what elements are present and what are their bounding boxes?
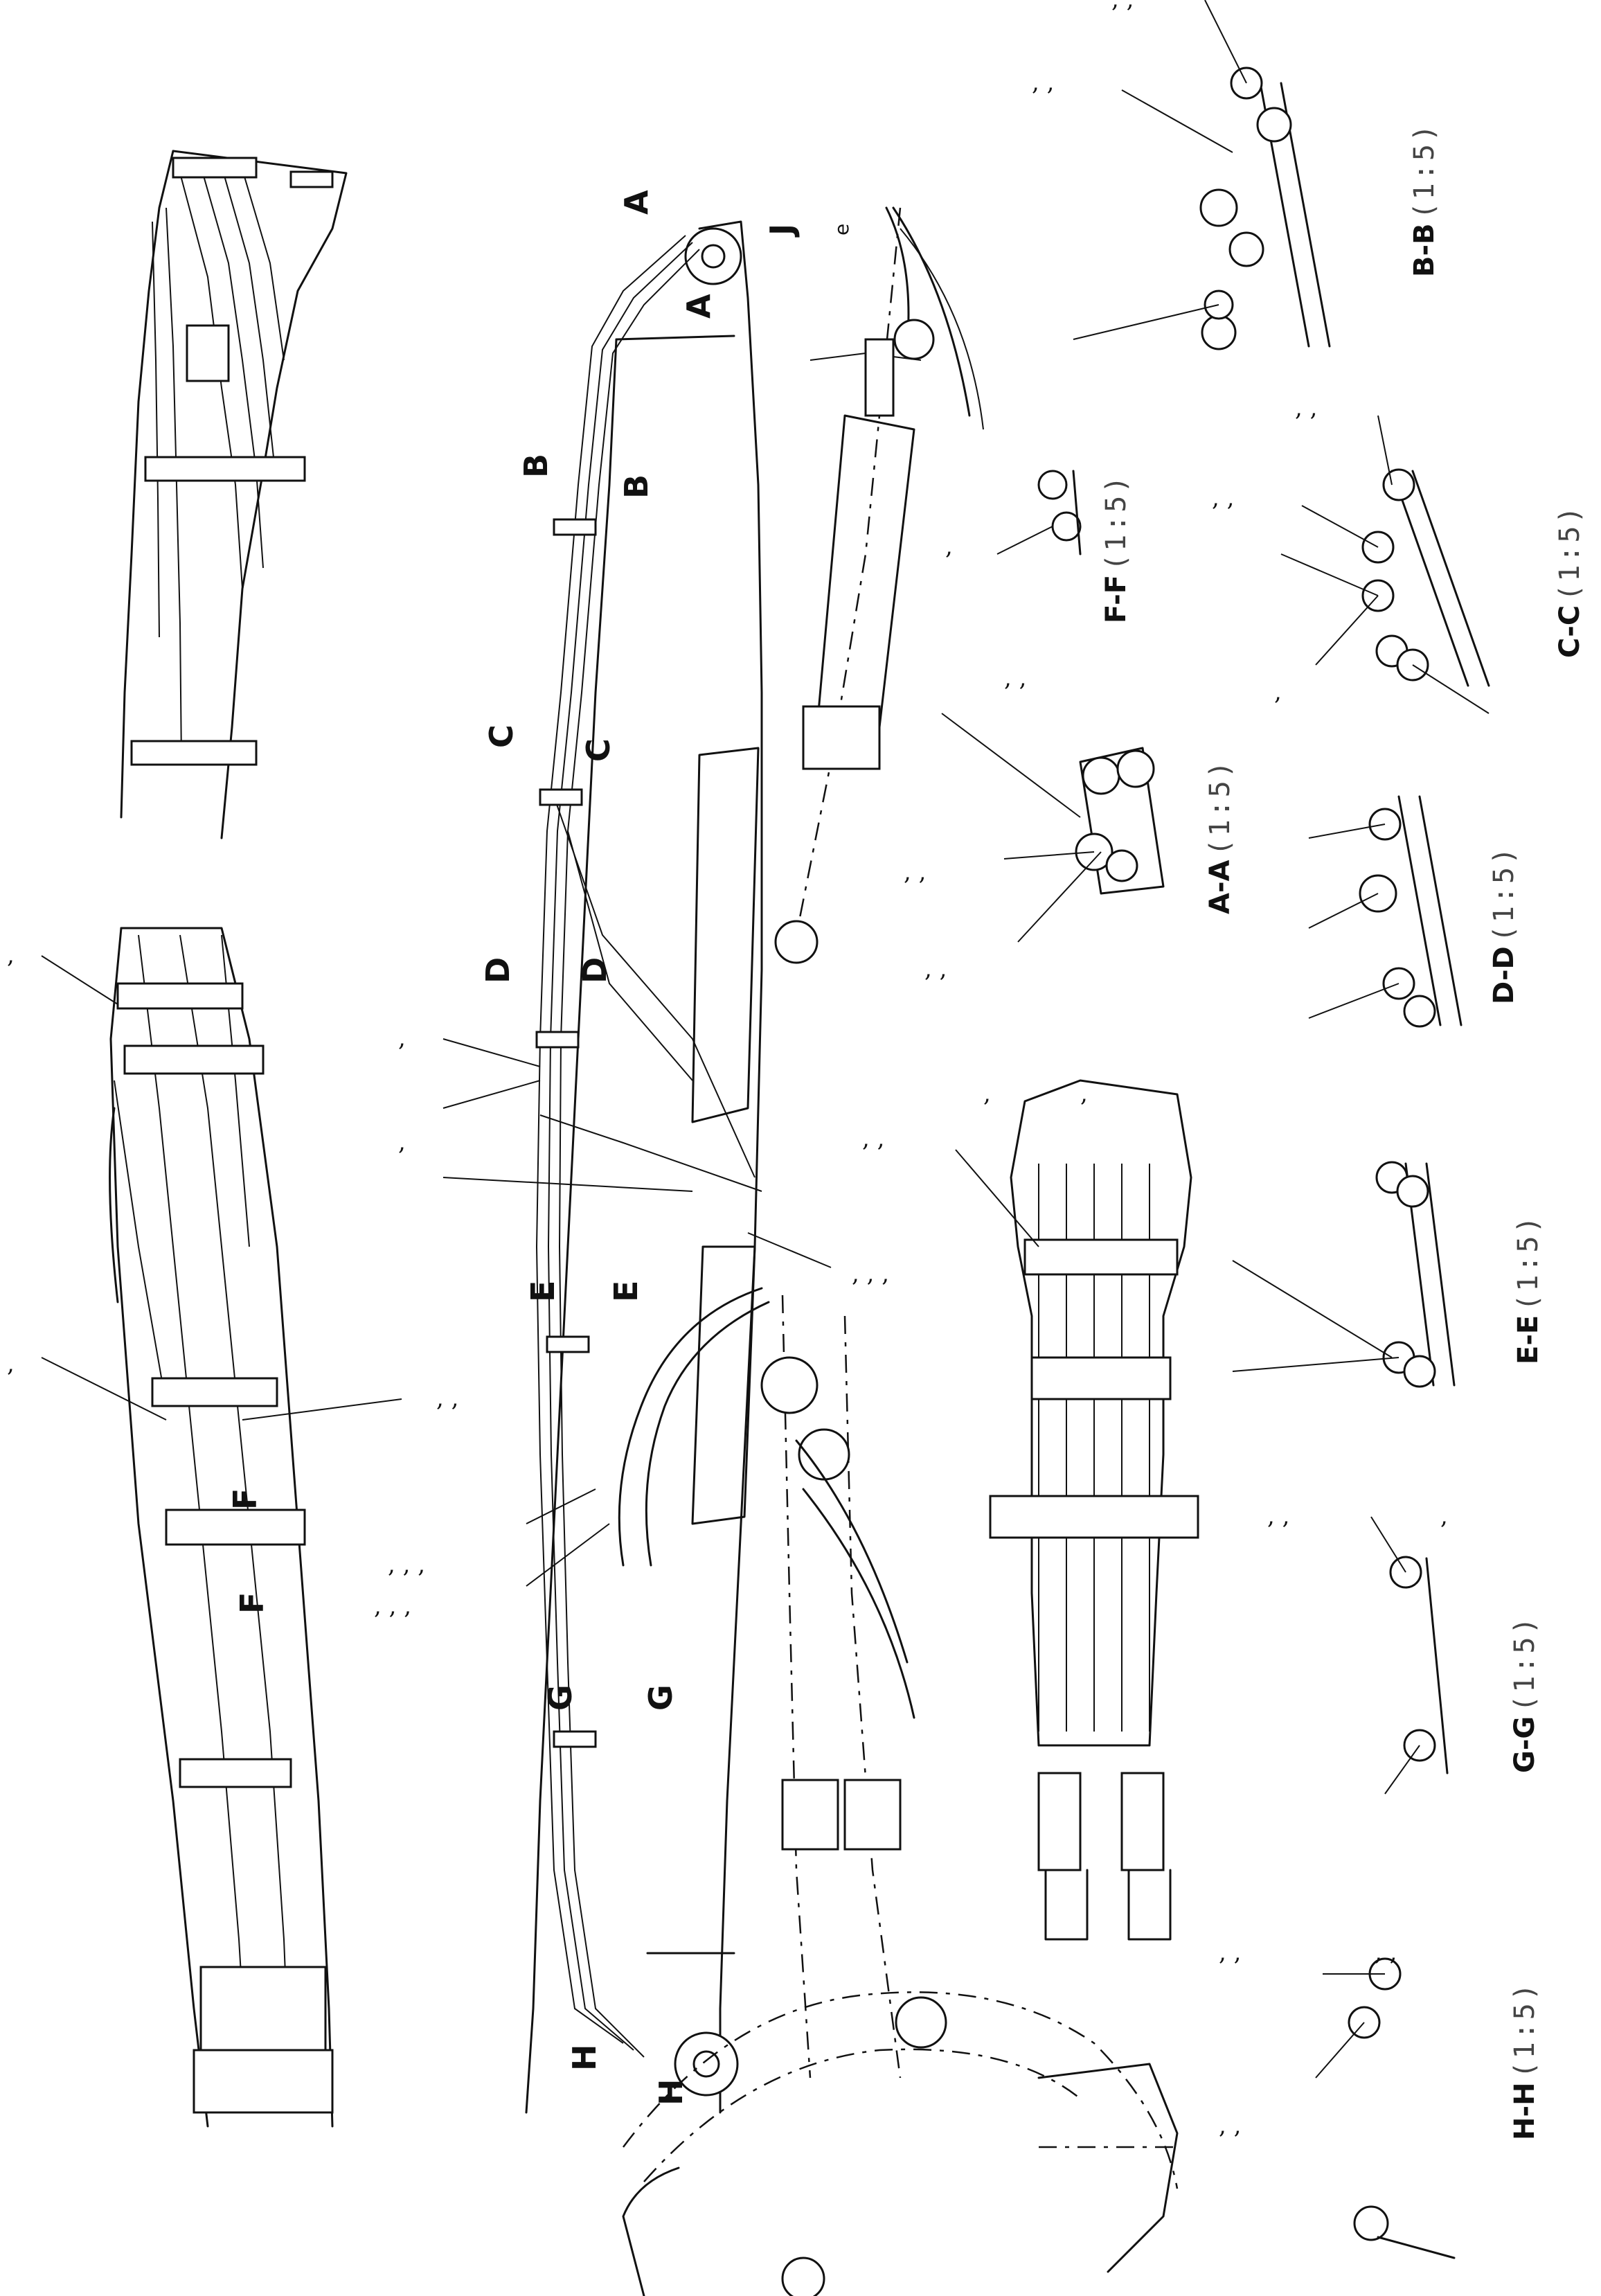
marker-e-small: e [830,224,853,235]
section-dd-title: D-D(1:5) [1488,845,1520,1004]
section-view-ff-shape [1037,470,1082,555]
section-view-cc-shape [1361,468,1490,687]
marker-h-right: H [652,2079,690,2106]
arm-cylinder [774,206,984,964]
callout-19: , [398,1024,406,1052]
callout-marks: , , , , , , , , , , , , , , , , , , , , … [7,0,1448,2139]
callout-25: , [7,1350,15,1378]
callout-2: , , [1032,69,1054,96]
section-marker-labels: A A B B C C D D E E F F G G H H J e [226,190,853,2106]
callout-6: , [945,533,953,560]
marker-c-left: C [483,724,520,748]
callout-22: , , , [388,1551,425,1578]
section-cc-title: C-C(1:5) [1554,504,1586,658]
callout-8: , , [904,858,926,886]
section-view-ee-shape [1375,1161,1456,1388]
callout-10: , [983,1080,991,1107]
section-ff-title: F-F(1:5) [1100,474,1132,623]
marker-j: J [763,224,800,238]
callout-1: , , [1111,0,1134,13]
callout-16: , , [1219,1939,1241,1966]
marker-d-left: D [479,957,517,984]
section-view-bb-shape [1199,66,1331,350]
callout-20: , [398,1128,406,1156]
callout-18: , , [1219,2112,1241,2139]
marker-b-left: B [517,454,555,478]
section-view-gg-shape [1389,1556,1449,1774]
section-view-aa-shape [1075,747,1165,895]
boom-cylinders [618,1287,915,2079]
main-boom [525,220,763,2114]
callout-17: , , [1375,1939,1397,1966]
base-frame [622,1991,1179,2296]
section-bb-title: B-B(1:5) [1408,122,1440,277]
marker-e-right: E [607,1281,645,1302]
callout-11: , [1080,1080,1088,1107]
callout-23: , , , [374,1592,411,1620]
callout-15: , [1440,1502,1448,1530]
callout-5: , [1274,678,1282,706]
section-hh-title: H-H(1:5) [1509,1981,1541,2140]
detail-manifold [989,1079,1199,1941]
marker-g-left: G [542,1684,579,1711]
section-view-titles: B-B(1:5) C-C(1:5) F-F(1:5) A-A(1:5) D-D(… [1100,122,1586,2140]
marker-a-top: A [618,190,655,215]
section-gg-title: G-G(1:5) [1509,1614,1541,1773]
marker-c-right: C [580,738,617,762]
section-ee-title: E-E(1:5) [1512,1213,1544,1364]
callout-21: , , [436,1385,458,1412]
leader-lines [41,0,1490,2079]
callout-12: , , [862,1125,884,1153]
detail-top-boom-lower [109,927,334,2128]
callout-24: , [7,941,15,969]
marker-d-right: D [576,957,614,984]
marker-f-top: F [226,1488,264,1510]
detail-top-boom-upper [120,150,348,839]
section-view-hh-shape [1039,1957,1456,2259]
section-aa-title: A-A(1:5) [1204,758,1236,914]
callout-7: , , [1004,664,1026,692]
callout-4: , , [1212,484,1234,512]
callout-13: , , , [852,1260,889,1288]
marker-g-right: G [642,1684,679,1711]
marker-a-bottom: A [680,294,717,319]
callout-14: , , [1267,1502,1289,1530]
marker-e-left: E [524,1281,562,1302]
marker-f-bottom: F [233,1592,271,1614]
callout-3: , , [1295,394,1317,422]
marker-b-right: B [618,474,655,499]
marker-h-left: H [566,2045,603,2072]
callout-9: , , [924,955,947,983]
